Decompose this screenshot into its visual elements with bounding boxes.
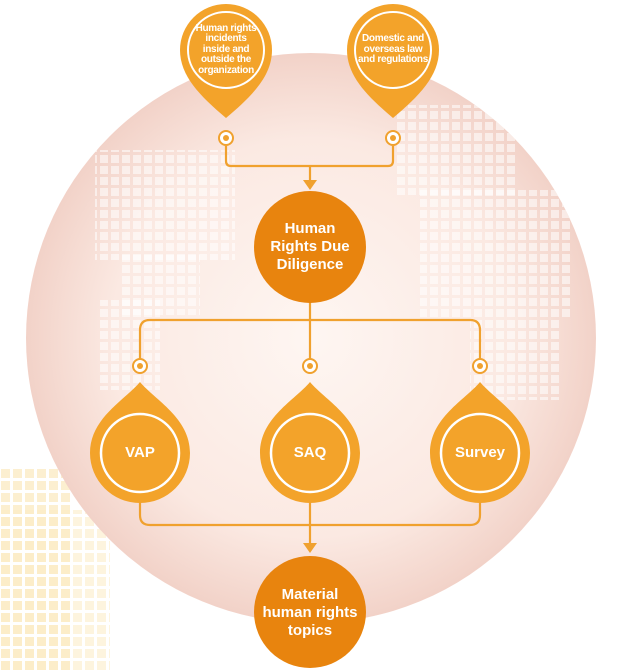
method-label-vap: VAP (125, 444, 155, 462)
connector-lines (138, 146, 482, 548)
method-label-survey: Survey (454, 444, 506, 462)
output-node-label: Material human rights topics (262, 586, 358, 639)
arrow-to-center (303, 180, 317, 190)
connector-input-right (310, 146, 395, 168)
method-drop-saq (260, 382, 360, 503)
input-label-laws: Domestic and overseas law and regulation… (358, 33, 428, 66)
input-label-incidents: Human rights incidents inside and outsid… (195, 22, 257, 76)
corner-tile-pattern (0, 468, 110, 672)
input-pin-left (180, 4, 272, 146)
input-pin-right (347, 4, 439, 146)
method-drop-vap (90, 382, 190, 503)
output-node-circle (254, 556, 366, 668)
arrow-to-output (303, 543, 317, 553)
connector-input-left (224, 146, 310, 168)
center-node-circle (254, 191, 366, 303)
arrowheads (303, 180, 317, 553)
center-node-label: Human Rights Due Diligence (270, 220, 350, 273)
branch-dots (132, 358, 488, 374)
world-map-pattern (95, 105, 570, 400)
method-drop-survey (430, 382, 530, 503)
method-label-saq: SAQ (293, 444, 327, 462)
